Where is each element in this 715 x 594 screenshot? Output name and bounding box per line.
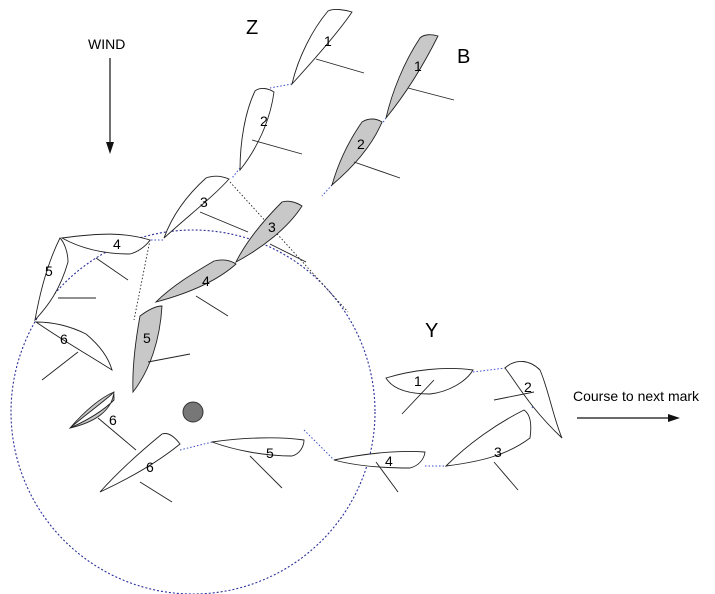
boat-y-1: 1 xyxy=(385,368,474,415)
boat-b-4: 4 xyxy=(154,259,237,317)
boat-number: 4 xyxy=(385,453,393,469)
fleet-label-y: Y xyxy=(425,320,438,342)
boat-y-3: 3 xyxy=(444,409,532,491)
boat-number: 2 xyxy=(260,113,268,129)
fleet-label-b: B xyxy=(457,46,470,68)
boat-number: 3 xyxy=(494,444,502,460)
boat-number: 3 xyxy=(268,219,276,235)
boat-number: 1 xyxy=(414,373,422,389)
boat-b-2: 2 xyxy=(331,118,401,187)
boat-number: 6 xyxy=(109,412,117,428)
boat-z-1: 1 xyxy=(291,9,365,86)
wake-y xyxy=(179,367,541,467)
boat-number: 4 xyxy=(113,236,121,252)
boat-number: 1 xyxy=(414,58,422,74)
zone-circle xyxy=(10,229,376,594)
boat-b-6: 6 xyxy=(68,391,137,451)
boat-y-2: 2 xyxy=(493,361,563,439)
course-label: Course to next mark xyxy=(573,388,700,404)
boat-z-6: 6 xyxy=(34,321,113,381)
mark-buoy xyxy=(182,401,204,423)
boat-number: 3 xyxy=(200,194,208,210)
boat-number: 2 xyxy=(524,379,532,395)
boat-number: 4 xyxy=(202,273,210,289)
boat-y-5: 5 xyxy=(211,437,305,489)
boat-b-1: 1 xyxy=(385,34,455,119)
wake-z xyxy=(150,83,293,241)
boat-z-3: 3 xyxy=(163,175,249,239)
boat-number: 5 xyxy=(266,445,274,461)
boat-b-5: 5 xyxy=(132,305,191,394)
course-arrow-icon xyxy=(577,414,680,422)
guide-line-z4-z5 xyxy=(133,239,151,321)
fleet-label-z: Z xyxy=(246,17,258,39)
boat-b-3: 3 xyxy=(234,200,307,264)
boat-number: 6 xyxy=(146,459,154,475)
guide-line-z3-down xyxy=(229,181,349,313)
boat-number: 6 xyxy=(60,331,68,347)
boat-number: 2 xyxy=(357,136,365,152)
boat-number: 5 xyxy=(45,263,53,279)
wind-label: WIND xyxy=(88,36,125,52)
wake-b xyxy=(321,117,387,197)
boat-z-2: 2 xyxy=(239,88,303,172)
boat-z-5: 5 xyxy=(34,237,96,322)
wind-arrow-icon xyxy=(106,58,114,154)
boat-y-6: 6 xyxy=(99,433,181,503)
boat-number: 1 xyxy=(324,33,332,49)
boat-number: 5 xyxy=(143,330,151,346)
boat-y-4: 4 xyxy=(333,451,426,493)
boat-z-4: 4 xyxy=(60,233,151,281)
